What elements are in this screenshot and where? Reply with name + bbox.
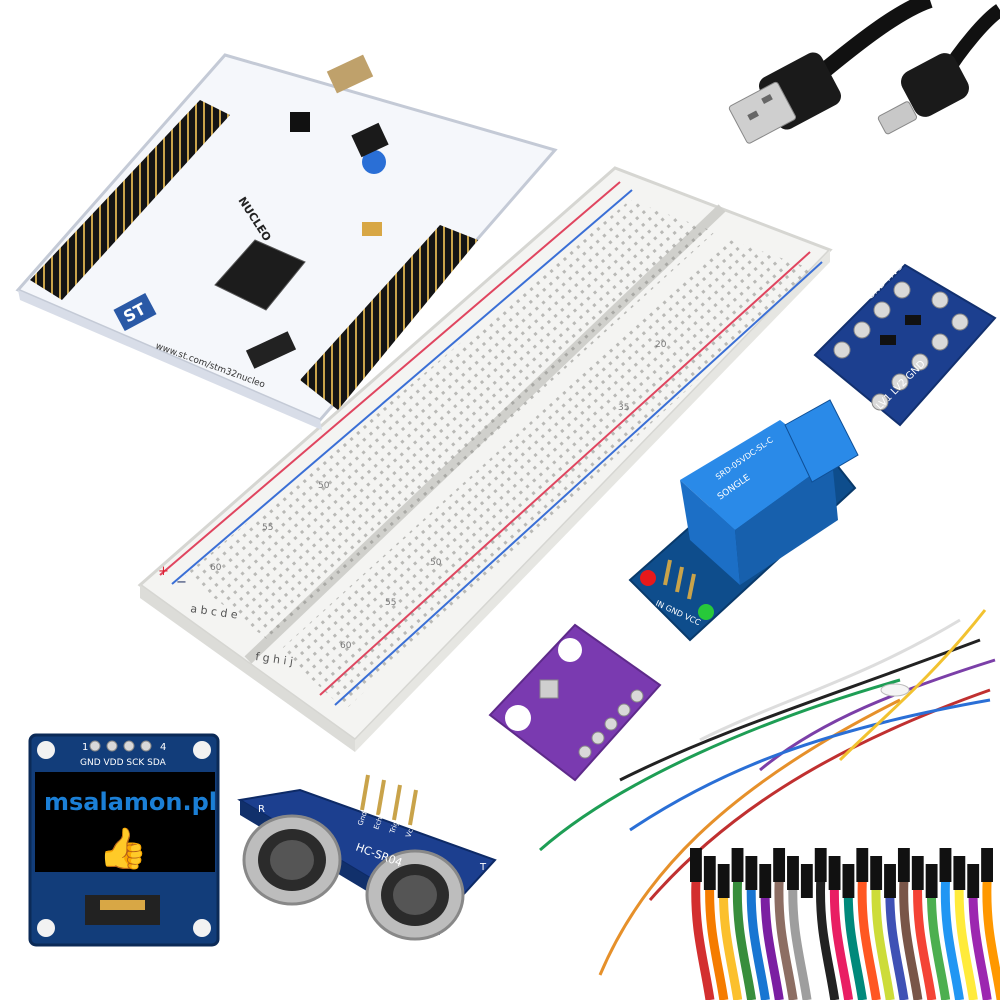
ribbon-wire: [940, 879, 964, 1000]
dupont-connector-housing: [897, 848, 910, 882]
dupont-connector-housing: [884, 864, 896, 898]
ribbon-wire: [913, 879, 937, 1000]
dupont-connector-housing: [967, 864, 980, 898]
breadboard-rail-plus: +: [158, 564, 169, 579]
relay-module: SONGLE SRD-05VDC-SL-C IN GND VCC: [628, 399, 859, 642]
usb-a-connector: [728, 52, 841, 144]
breadboard-row-60-right: 60: [340, 641, 352, 651]
logic-level-shifter: GND HV3 HV4 LV1 LV2 GND: [813, 244, 997, 427]
ribbon-wire: [829, 879, 854, 1000]
dupont-connector-housing: [800, 864, 813, 898]
ribbon-wire: [774, 879, 798, 1000]
breadboard-row-20-right: 20: [655, 340, 667, 350]
relay-led-red: [640, 570, 656, 586]
dupont-connector-housing: [842, 864, 855, 898]
user-button: [362, 150, 386, 174]
ribbon-wire: [954, 879, 978, 1000]
dupont-connector-housing: [703, 856, 716, 890]
oled-pin-number-1: 1: [82, 742, 88, 753]
relay-block: [680, 420, 832, 530]
ribbon-wire: [899, 879, 923, 1000]
dupont-connector-housing: [731, 848, 744, 882]
ribbon-wire: [816, 879, 840, 1000]
ultrasonic-marker-t: T: [479, 862, 487, 873]
dupont-connector-housing: [745, 856, 758, 890]
ribbon-wire: [788, 879, 812, 1000]
ultrasonic-pin-vcc: Vcc: [404, 824, 416, 839]
dupont-connector-housing: [690, 848, 702, 882]
jumper-wire-bundle: [539, 609, 996, 976]
ribbon-wire: [746, 879, 770, 1000]
ribbon-wire: [982, 879, 1000, 1000]
pressure-sensor-chip: [539, 679, 559, 699]
dupont-connector-housing: [773, 848, 786, 882]
breadboard: a b c d e f g h i j + − 50 55 60 20 35 5…: [137, 166, 833, 752]
dupont-ribbon-cable: [690, 848, 1000, 1000]
ultrasonic-transducer-right: [365, 849, 465, 941]
dupont-connector-housing: [870, 856, 883, 890]
oled-pin-labels: GND VDD SCK SDA: [80, 758, 167, 768]
oled-screen: [35, 772, 215, 872]
oled-pin-number-4: 4: [160, 742, 166, 753]
micro-usb-connector: [877, 53, 969, 135]
dupont-connector-housing: [717, 864, 730, 898]
dupont-connector-housing: [856, 848, 869, 882]
dupont-connector-housing: [814, 848, 827, 882]
breadboard-holes: [185, 200, 815, 710]
breadboard-row-35-right: 35: [618, 403, 629, 413]
ribbon-wire: [871, 879, 895, 1000]
dupont-connector-housing: [828, 856, 841, 890]
pressure-sensor-board: [488, 623, 662, 782]
dupont-connector-housing: [939, 848, 952, 882]
thumbs-up-icon: 👍: [98, 825, 148, 872]
breadboard-rail-minus: −: [176, 575, 187, 590]
breadboard-row-50-right: 50: [430, 558, 442, 568]
ribbon-wire: [857, 879, 881, 1000]
nucleo-board: ST NUCLEO www.st.com/stm32nucleo: [15, 53, 558, 430]
ultrasonic-marker-r: R: [258, 804, 265, 815]
ribbon-wire: [691, 879, 715, 1000]
ribbon-wire: [732, 879, 757, 1000]
dupont-connector-housing: [787, 856, 799, 890]
breadboard-column-letters-right: f g h i j: [255, 650, 294, 668]
dupont-connector-housing: [759, 864, 772, 898]
dupont-connector-housing: [911, 856, 924, 890]
oled-screen-text: msalamon.pl: [44, 788, 217, 816]
relay-led-green: [698, 604, 714, 620]
usb-cable: [728, 0, 1000, 144]
breadboard-row-55-left: 55: [262, 523, 273, 533]
dupont-connector-housing: [953, 856, 966, 890]
mcu-chip: [214, 239, 306, 311]
ultrasonic-sensor: HC-SR04 Vcc Trig Echo Gnd R T: [237, 774, 497, 941]
breadboard-row-55-right: 55: [385, 598, 396, 608]
breadboard-row-50-left: 50: [318, 481, 330, 491]
breadboard-row-60-left: 60: [210, 563, 222, 573]
ribbon-wire: [705, 879, 729, 1000]
ultrasonic-transducer-left: [242, 814, 342, 906]
oled-display-module: 1 4 GND VDD SCK SDA msalamon.pl 👍: [28, 733, 220, 947]
dupont-connector-housing: [981, 848, 993, 882]
dupont-connector-housing: [925, 864, 938, 898]
